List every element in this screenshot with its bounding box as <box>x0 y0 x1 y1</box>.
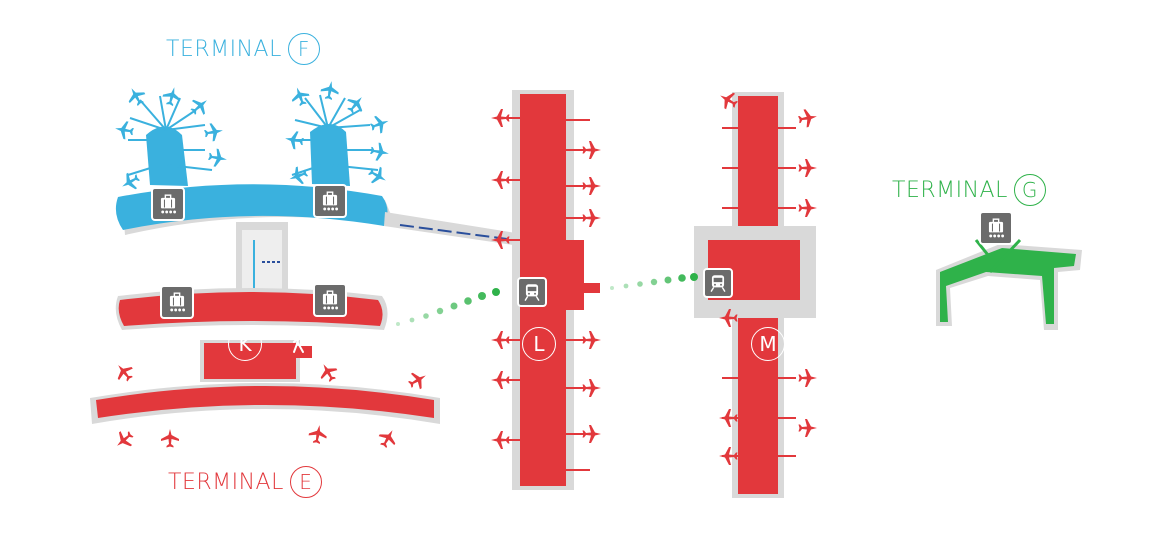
terminal-e-text: TERMINAL <box>168 469 284 495</box>
terminal-g-building <box>936 238 1082 330</box>
terminal-e-label[interactable]: TERMINAL E <box>168 466 322 498</box>
concourse-k-badge[interactable]: K <box>228 327 262 361</box>
terminal-f-badge: F <box>287 33 320 65</box>
baggage-claim-icon[interactable] <box>979 211 1013 245</box>
terminal-e-badge: E <box>289 466 322 498</box>
train-icon[interactable] <box>703 268 733 298</box>
connector-path-e-l <box>396 288 500 326</box>
terminal-g-text: TERMINAL <box>892 177 1008 203</box>
terminal-f-text: TERMINAL <box>166 36 282 62</box>
terminal-g-badge: G <box>1013 174 1046 206</box>
terminal-e-building <box>90 288 440 424</box>
baggage-claim-icon[interactable] <box>313 184 347 218</box>
terminal-f-label[interactable]: TERMINAL F <box>166 33 320 65</box>
baggage-claim-icon[interactable] <box>313 283 347 317</box>
terminal-g-label[interactable]: TERMINAL G <box>892 174 1046 206</box>
walking-person-icon <box>289 330 309 356</box>
concourse-l-badge[interactable]: L <box>522 327 556 361</box>
baggage-claim-icon[interactable] <box>160 285 194 319</box>
connector-path-l-m <box>610 273 698 290</box>
terminal-f-building <box>113 79 522 246</box>
train-icon[interactable] <box>517 277 547 307</box>
concourse-m-badge[interactable]: M <box>751 327 785 361</box>
baggage-claim-icon[interactable] <box>151 187 185 221</box>
